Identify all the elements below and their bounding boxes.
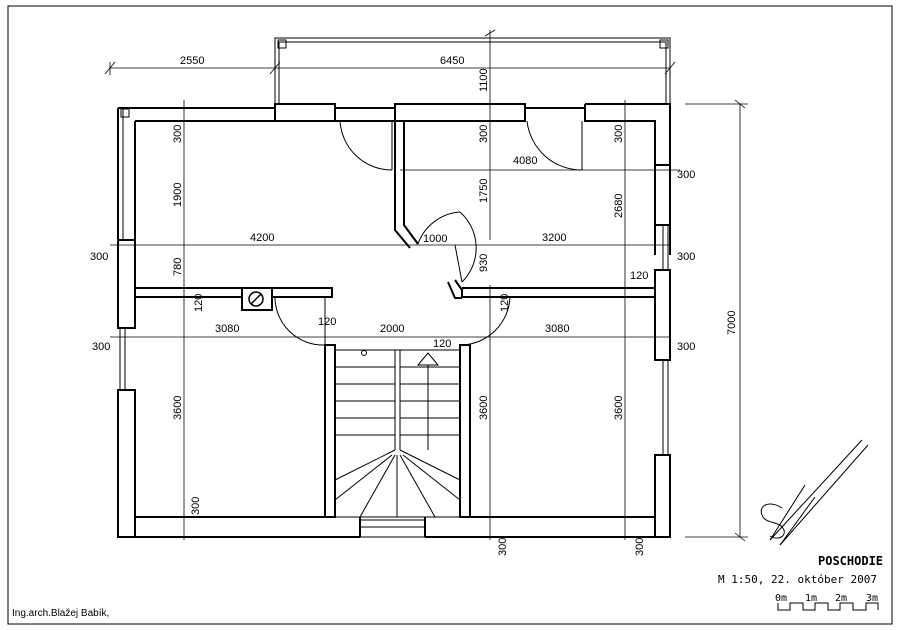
doors xyxy=(274,120,583,346)
dim-3200: 3200 xyxy=(542,232,566,244)
dim-4200: 4200 xyxy=(250,232,274,244)
dim-1100: 1100 xyxy=(478,68,490,92)
dim-300-right-1: 300 xyxy=(677,169,695,181)
staircase xyxy=(334,349,461,518)
dim-1900: 1900 xyxy=(172,183,184,207)
dim-300-left-1: 300 xyxy=(90,251,108,263)
dim-3080-left: 3080 xyxy=(215,323,239,335)
chimney-symbol xyxy=(248,291,264,307)
sheet-border xyxy=(7,5,893,625)
scale-bar-label-0: 0m xyxy=(775,593,787,604)
dim-3600-mid: 3600 xyxy=(478,396,490,420)
dim-120-d: 120 xyxy=(499,294,511,312)
balcony xyxy=(274,37,671,104)
dim-300-bottom-mid: 300 xyxy=(497,538,509,556)
dim-300-bottom-left: 300 xyxy=(190,497,202,515)
dim-1750: 1750 xyxy=(478,179,490,203)
author: Ing.arch.Blažej Babík, xyxy=(12,608,109,619)
dim-300-top-mid: 300 xyxy=(478,125,490,143)
dim-300-top-right: 300 xyxy=(613,125,625,143)
scale-date: M 1:50, 22. október 2007 xyxy=(718,573,877,586)
scale-bar-label-2: 2m xyxy=(835,593,847,604)
dim-3600-right: 3600 xyxy=(613,396,625,420)
dim-300-bottom-right: 300 xyxy=(634,538,646,556)
dim-300-right-3: 300 xyxy=(677,341,695,353)
dim-2550: 2550 xyxy=(180,55,204,67)
dimension-lines xyxy=(104,29,748,542)
sheet-title: POSCHODIE xyxy=(818,554,883,568)
dim-300-top-left: 300 xyxy=(172,125,184,143)
windows xyxy=(117,107,669,538)
scale-bar: 0m 1m 2m 3m xyxy=(775,593,879,611)
scale-bar-label-3: 3m xyxy=(866,593,878,604)
north-arrow-icon xyxy=(760,439,869,546)
dim-7000: 7000 xyxy=(726,311,738,335)
dim-930: 930 xyxy=(478,254,490,272)
dim-120-e: 120 xyxy=(433,338,451,350)
dim-3600-left: 3600 xyxy=(172,396,184,420)
dim-300-left-2: 300 xyxy=(92,341,110,353)
dim-2680: 2680 xyxy=(613,194,625,218)
dim-2000: 2000 xyxy=(380,323,404,335)
dim-120-a: 120 xyxy=(193,294,205,312)
dim-780: 780 xyxy=(172,258,184,276)
scale-bar-label-1: 1m xyxy=(805,593,817,604)
dim-1000: 1000 xyxy=(423,233,447,245)
dim-120-c: 120 xyxy=(318,316,336,328)
dim-120-b: 120 xyxy=(630,270,648,282)
dim-3080-right: 3080 xyxy=(545,323,569,335)
dim-4080: 4080 xyxy=(513,155,537,167)
dim-300-right-2: 300 xyxy=(677,251,695,263)
dim-6450: 6450 xyxy=(440,55,464,67)
walls xyxy=(117,103,671,538)
